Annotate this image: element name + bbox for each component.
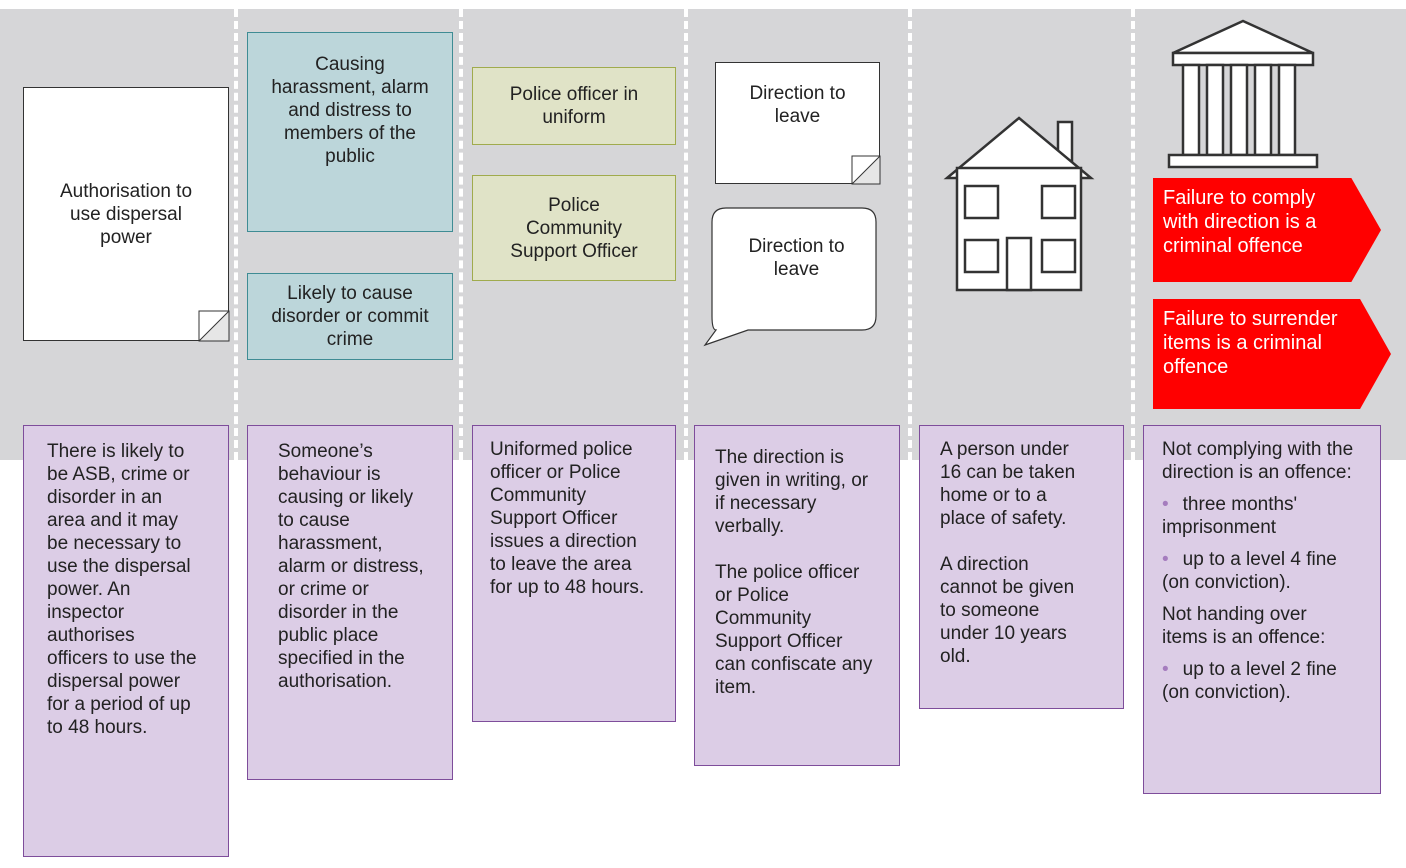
ground-likely-disorder: Likely to cause disorder or commit crime (247, 273, 453, 360)
note-direction-text-1: The direction is given in writing, or if… (715, 447, 869, 537)
stage-divider (908, 9, 912, 460)
note-penalties-item: •up to a level 2 fine (on conviction). (1162, 658, 1356, 704)
courthouse-icon (1167, 19, 1319, 169)
authorisation-document: Authorisation to use dispersal power (23, 87, 230, 342)
note-authorisation-text: There is likely to be ASB, crime or diso… (47, 441, 197, 738)
offence-fail-comply: Failure to comply with direction is a cr… (1153, 178, 1381, 282)
note-penalties-item-text: three months' imprisonment (1162, 494, 1298, 538)
ground-causing-label: Causing harassment, alarm and distress t… (271, 54, 429, 167)
direction-verbal-text: Direction to leave (714, 220, 879, 295)
offence-fail-surrender: Failure to surrender items is a criminal… (1153, 299, 1391, 409)
stage-divider (684, 9, 688, 460)
note-age-text-1: A person under 16 can be taken home or t… (940, 439, 1076, 529)
bullet-icon: • (1162, 659, 1169, 680)
bullet-icon: • (1162, 494, 1169, 515)
offence-fail-surrender-label: Failure to surrender items is a criminal… (1163, 308, 1338, 378)
ground-causing-harassment: Causing harassment, alarm and distress t… (247, 32, 453, 232)
note-penalties-item: •up to a level 4 fine (on conviction). (1162, 548, 1356, 594)
note-age-text-2: A direction cannot be given to someone u… (940, 554, 1075, 667)
note-penalties-item-text: up to a level 2 fine (on conviction). (1162, 659, 1337, 703)
page-fold-icon (851, 155, 881, 185)
note-penalties: Not complying with the direction is an o… (1143, 425, 1381, 794)
note-behaviour-text: Someone’s behaviour is causing or likely… (278, 441, 424, 692)
direction-written-document: Direction to leave (715, 62, 881, 185)
stage-divider (1131, 9, 1135, 460)
direction-written-label: Direction to leave (749, 83, 846, 127)
note-authorisation: There is likely to be ASB, crime or diso… (23, 425, 229, 857)
stage-divider (234, 9, 238, 460)
ground-likely-label: Likely to cause disorder or commit crime (271, 283, 429, 350)
speech-bubble-icon (703, 207, 877, 347)
note-direction: The direction is given in writing, or if… (694, 425, 900, 766)
authorisation-label: Authorisation to use dispersal power (59, 180, 193, 248)
note-officer-text: Uniformed police officer or Police Commu… (490, 439, 645, 598)
officer-pcso-label: Police Community Support Officer (510, 194, 638, 262)
offence-fail-comply-label: Failure to comply with direction is a cr… (1163, 187, 1317, 257)
note-penalties-intro-1: Not complying with the direction is an o… (1162, 439, 1354, 483)
note-penalties-item-text: up to a level 4 fine (on conviction). (1162, 549, 1337, 593)
note-age: A person under 16 can be taken home or t… (919, 425, 1124, 709)
note-penalties-item: •three months' imprisonment (1162, 493, 1356, 539)
direction-verbal-label: Direction to leave (748, 235, 845, 280)
note-direction-text-2: The police officer or Police Community S… (715, 562, 873, 698)
page-fold-icon (198, 310, 230, 342)
officer-uniform-label: Police officer in uniform (509, 84, 639, 128)
stage-divider (459, 9, 463, 460)
officer-uniform: Police officer in uniform (472, 67, 676, 145)
house-icon (943, 116, 1095, 292)
officer-pcso: Police Community Support Officer (472, 175, 676, 281)
note-behaviour: Someone’s behaviour is causing or likely… (247, 425, 453, 780)
bullet-icon: • (1162, 549, 1169, 570)
note-penalties-intro-2: Not handing over items is an offence: (1162, 604, 1326, 648)
note-officer: Uniformed police officer or Police Commu… (472, 425, 676, 722)
